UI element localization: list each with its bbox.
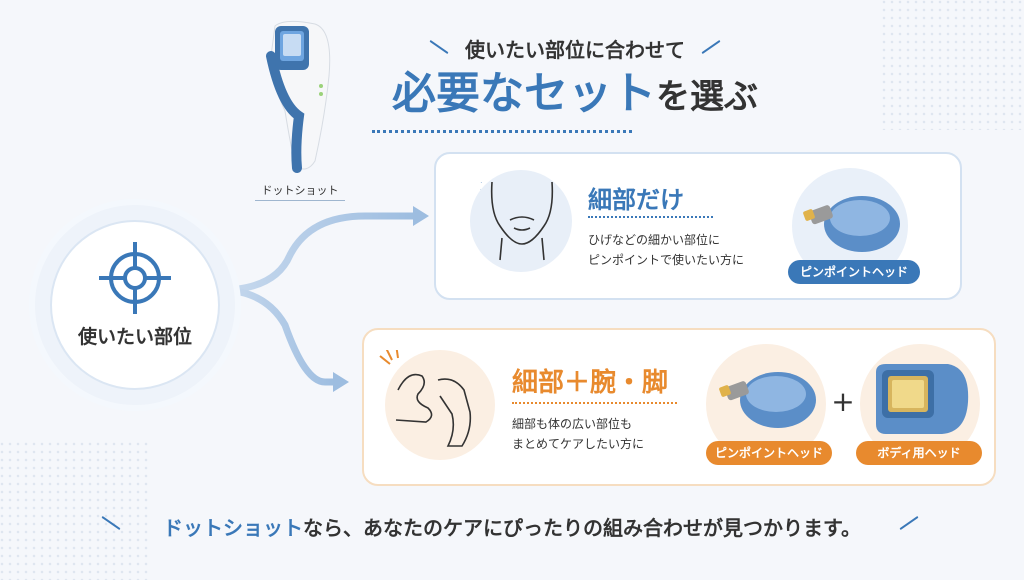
- desc-line: 細部も体の広い部位も: [512, 417, 633, 431]
- crosshair-icon: [95, 238, 175, 322]
- option-title: 細部だけ: [588, 186, 684, 214]
- arm-leg-icon: [378, 343, 498, 464]
- header-subtitle: 使いたい部位に合わせて: [465, 38, 685, 62]
- device-image: [255, 16, 347, 176]
- title-underline: [588, 216, 713, 220]
- desc-line: ひげなどの細かい部位に: [588, 233, 721, 247]
- pinpoint-head-image: [716, 366, 816, 434]
- footer-message: ドットショットなら、あなたのケアにぴったりの組み合わせが見つかります。: [100, 512, 924, 541]
- dot-pattern: [880, 0, 1024, 130]
- body-head-image: [872, 362, 972, 442]
- option-description: ひげなどの細かい部位に ピンポイントで使いたい方に: [588, 230, 768, 270]
- branch-arrows: [216, 206, 429, 392]
- device-label: ドットショット: [245, 182, 355, 201]
- face-icon: [469, 171, 564, 266]
- plus-icon: +: [831, 385, 855, 418]
- desc-line: ピンポイントで使いたい方に: [588, 253, 745, 267]
- title-emphasis: 必要なセット: [392, 68, 656, 119]
- pinpoint-head-badge: ピンポイントヘッド: [706, 441, 832, 465]
- desc-line: まとめてケアしたい方に: [512, 437, 645, 451]
- option-title: 細部＋腕・脚: [512, 368, 669, 398]
- page-title: 必要なセットを選ぶ: [360, 66, 790, 125]
- footer-rest: なら、あなたのケアにぴったりの組み合わせが見つかります。: [303, 516, 861, 540]
- left-label: 使いたい部位: [77, 326, 192, 348]
- title-underline: [372, 130, 632, 137]
- pinpoint-head-badge: ピンポイントヘッド: [788, 260, 920, 284]
- pinpoint-head-image: [800, 190, 900, 258]
- arm-circle: [385, 350, 495, 460]
- dot-pattern: [0, 440, 150, 580]
- face-circle: [470, 170, 572, 272]
- title-underline: [512, 402, 677, 406]
- body-head-badge: ボディ用ヘッド: [856, 441, 982, 465]
- footer-emphasis: ドットショット: [163, 516, 303, 540]
- title-rest: を選ぶ: [656, 77, 758, 117]
- option-description: 細部も体の広い部位も まとめてケアしたい方に: [512, 414, 712, 454]
- device-label-text: ドットショット: [261, 184, 339, 197]
